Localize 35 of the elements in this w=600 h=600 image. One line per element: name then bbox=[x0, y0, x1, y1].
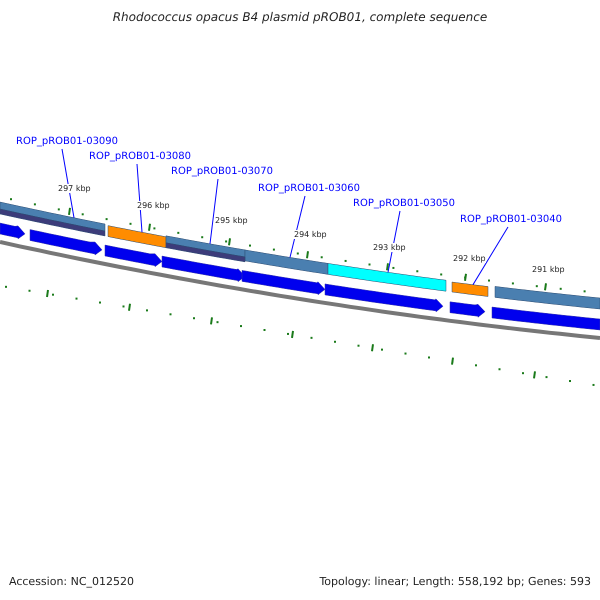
gene-feature-bar bbox=[166, 242, 246, 262]
leader-line bbox=[472, 226, 508, 286]
coding-gene-block bbox=[324, 284, 444, 312]
coding-gene-block bbox=[0, 222, 26, 240]
gene-label: ROP_pROB01-03090 bbox=[16, 136, 118, 147]
scale-label: 292 kbp bbox=[453, 254, 486, 263]
gene-label: ROP_pROB01-03050 bbox=[353, 198, 456, 209]
gene-feature-bar bbox=[452, 282, 488, 297]
gene-label: ROP_pROB01-03060 bbox=[258, 183, 360, 194]
gene-feature-bar bbox=[328, 263, 446, 292]
gene-feature-bar bbox=[0, 202, 106, 232]
scale-label: 295 kbp bbox=[215, 216, 248, 225]
sequence-info-text: Topology: linear; Length: 558,192 bp; Genes: 593 bbox=[319, 575, 591, 588]
gene-feature-bar bbox=[0, 208, 106, 236]
map-title: Rhodococcus opacus B4 plasmid pROB01, complete sequence bbox=[112, 10, 488, 24]
gene-feature-bar bbox=[108, 225, 166, 248]
accession-text: Accession: NC_012520 bbox=[9, 575, 134, 588]
scale-label: 296 kbp bbox=[137, 201, 170, 210]
scale-label: 291 kbp bbox=[532, 265, 565, 274]
coding-gene-block bbox=[104, 244, 162, 267]
coding-gene-block bbox=[492, 306, 600, 330]
scale-label: 294 kbp bbox=[294, 230, 327, 239]
coding-gene-block bbox=[450, 302, 486, 318]
leader-line bbox=[210, 178, 218, 244]
gene-label: ROP_pROB01-03040 bbox=[460, 214, 562, 225]
gene-label: ROP_pROB01-03070 bbox=[171, 166, 274, 177]
coding-gene-block bbox=[30, 229, 102, 256]
coding-gene-block bbox=[242, 270, 326, 296]
gene-label: ROP_pROB01-03080 bbox=[89, 151, 192, 162]
scale-label: 297 kbp bbox=[58, 184, 91, 193]
gene-feature-bar bbox=[494, 286, 600, 310]
gene-feature-bar bbox=[166, 236, 246, 258]
scale-label: 293 kbp bbox=[373, 243, 406, 252]
gene-feature-bar bbox=[244, 250, 328, 275]
leader-line bbox=[62, 148, 74, 218]
